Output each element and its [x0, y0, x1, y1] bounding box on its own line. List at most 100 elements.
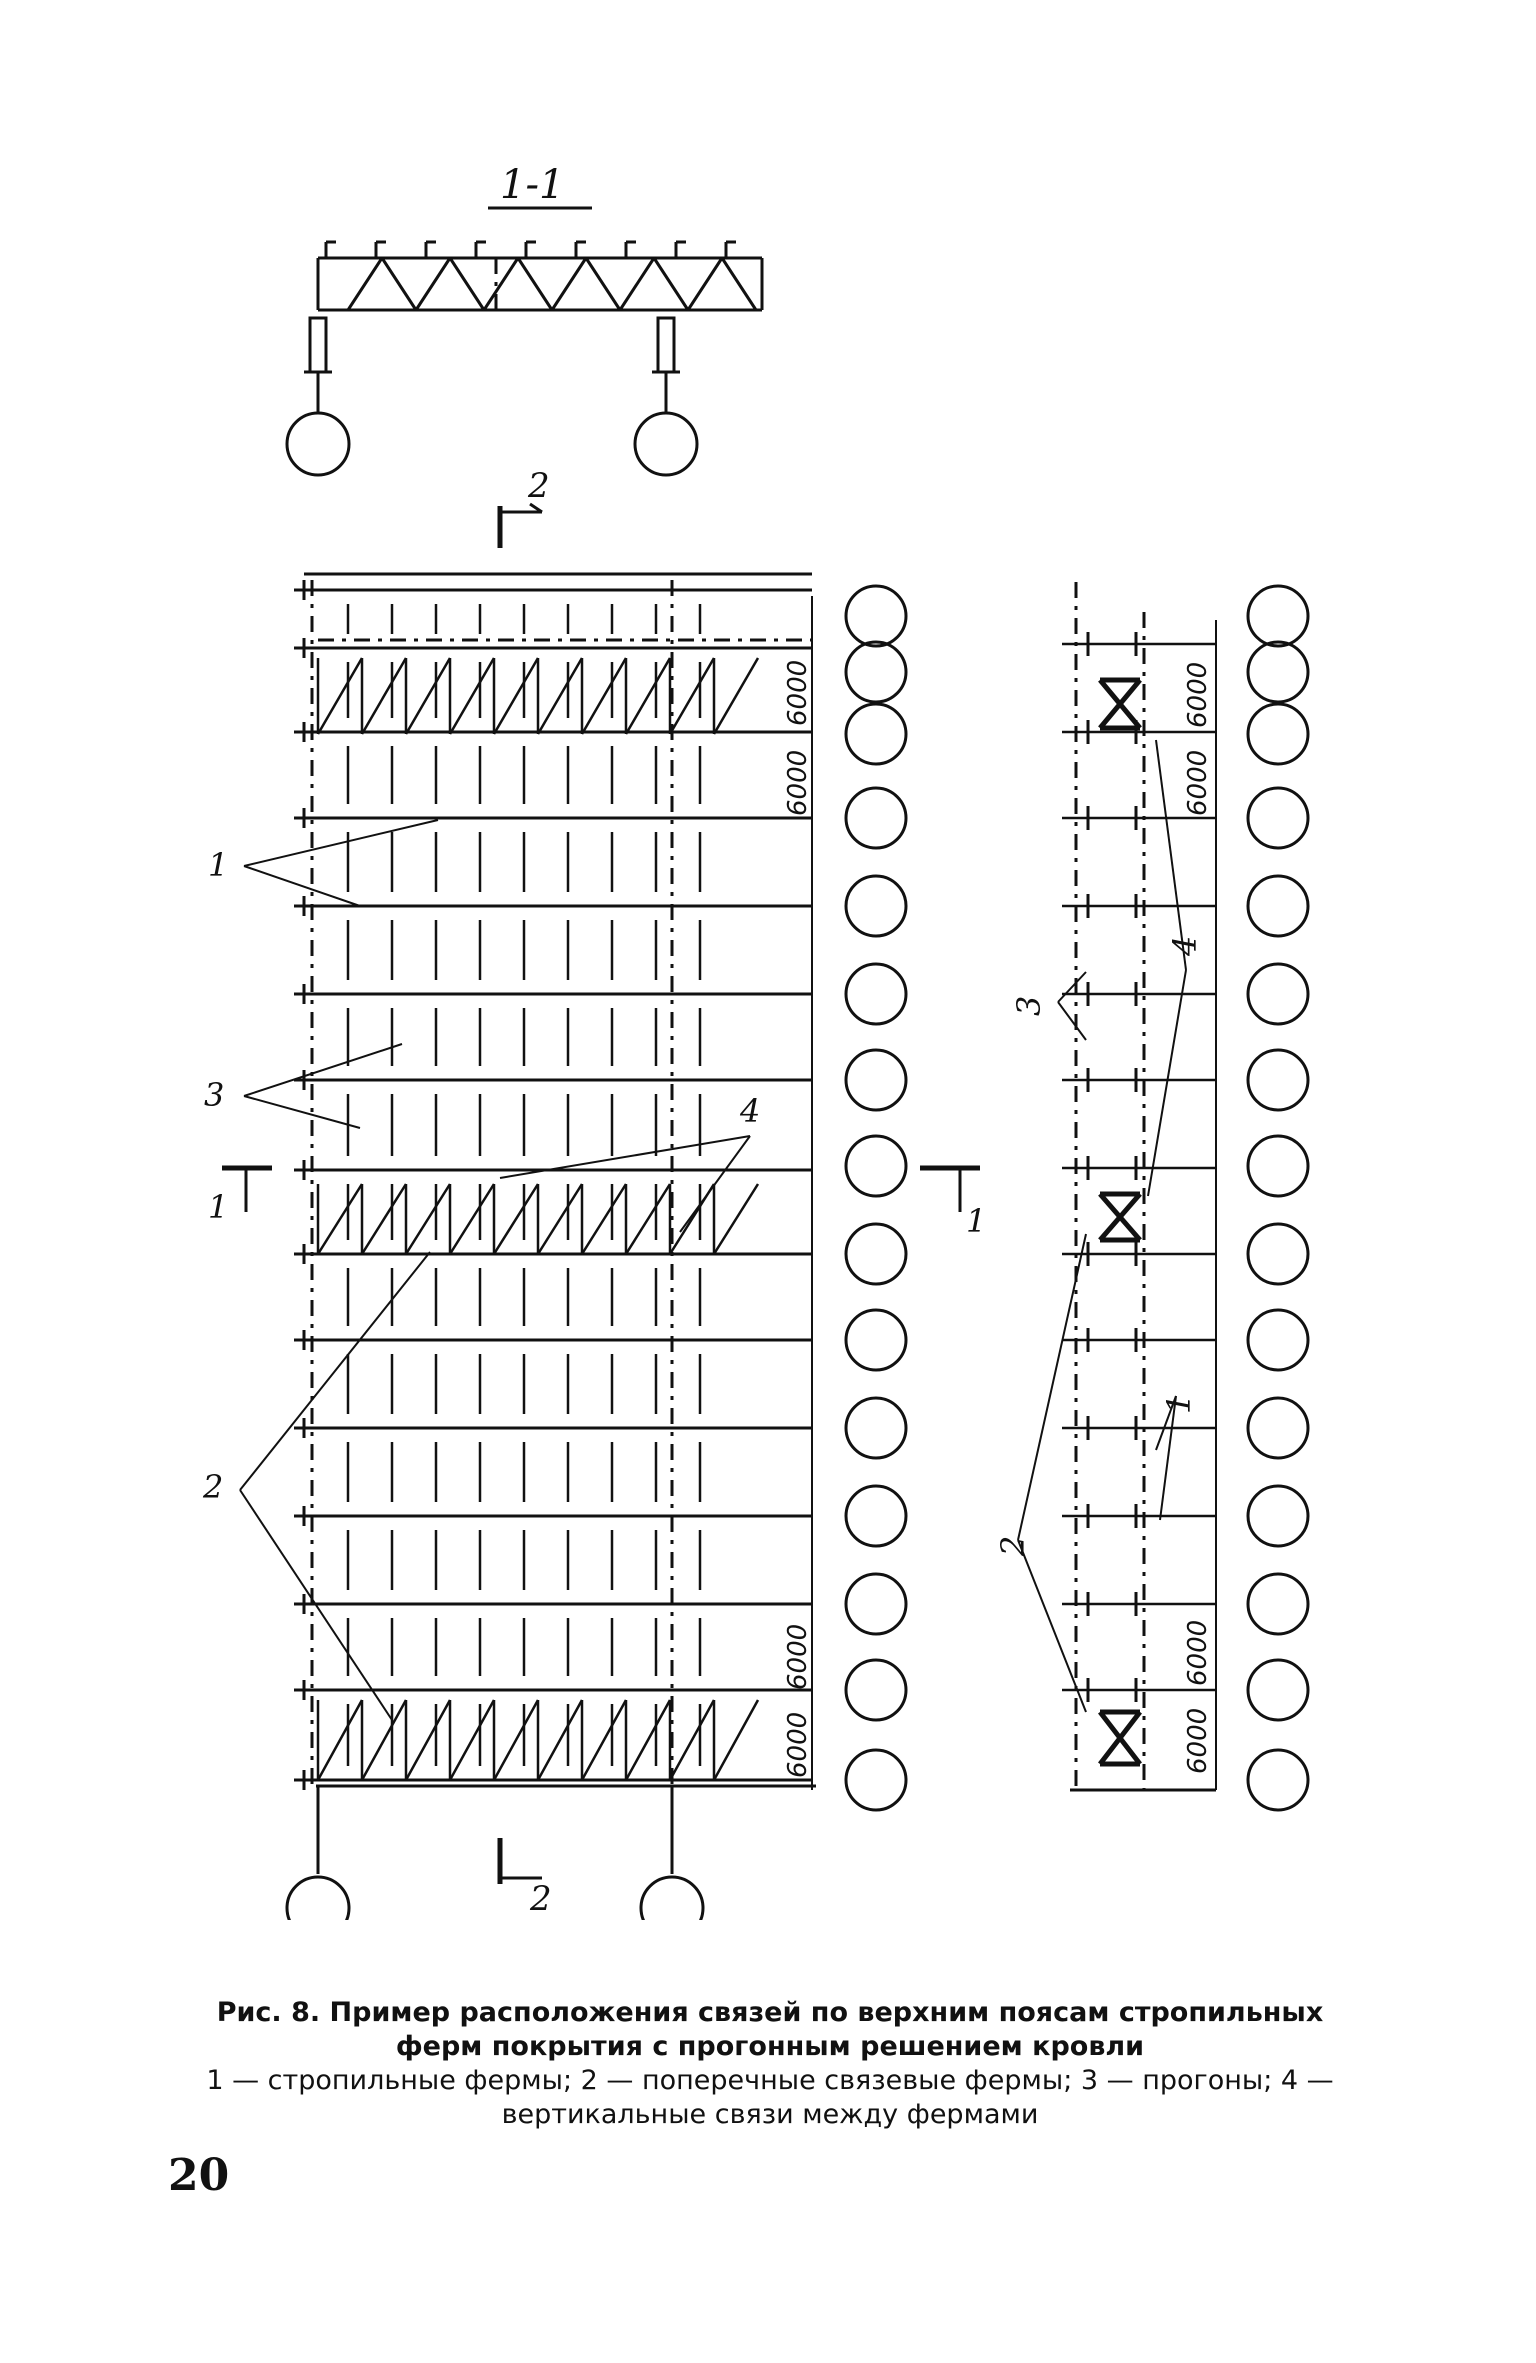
section-grid-bubble — [285, 411, 351, 477]
section-diagonal — [346, 257, 384, 311]
dim-plan-bot-2: 6000 — [783, 1712, 813, 1778]
section-diagonal — [414, 257, 452, 311]
plan-grid-bubble-right — [844, 786, 908, 850]
leader-1a — [243, 819, 439, 867]
plan-brace-diagonal — [404, 1183, 452, 1255]
plan-brace-diagonal — [668, 1699, 716, 1781]
dim-side-bot-2: 6000 — [1183, 1708, 1213, 1774]
side-grid-bubble — [1246, 640, 1310, 704]
page-number: 20 — [168, 2150, 230, 2201]
plan-brace-diagonal — [536, 1183, 584, 1255]
side-vertical-brace — [1098, 1192, 1142, 1242]
callout-2-side: 2 — [994, 1536, 1032, 1557]
plan-grid-bubble-right — [844, 1048, 908, 1112]
plan-brace-diagonal — [624, 1183, 672, 1255]
side-leader-3a — [1057, 971, 1087, 1003]
plan-brace-diagonal — [624, 657, 672, 735]
plan-grid-bubble-right — [844, 1396, 908, 1460]
section-grid-bubble — [633, 411, 699, 477]
plan-brace-diagonal — [536, 1699, 584, 1781]
side-grid-bubble — [1246, 962, 1310, 1026]
dim-plan-top-2: 6000 — [783, 750, 813, 816]
plan-brace-diagonal — [580, 1699, 628, 1781]
plan-grid-bubble-right — [844, 702, 908, 766]
longitudinal-section — [1017, 582, 1310, 1812]
dim-side-bot-1: 6000 — [1183, 1620, 1213, 1686]
side-grid-bubble — [1246, 584, 1310, 648]
plan-brace-diagonal — [492, 1183, 540, 1255]
side-leader-2b — [1017, 1539, 1087, 1713]
dimension-labels: 6000 6000 6000 6000 6000 6000 6000 6000 — [783, 660, 1213, 1778]
dim-plan-top-1: 6000 — [783, 660, 813, 726]
plan-brace-diagonal — [404, 1699, 452, 1781]
bracing-layout-drawing: 1-1 2 2 1 1 1 3 4 2 3 4 1 2 6000 6000 60… — [202, 162, 1310, 1920]
callout-3-side: 3 — [1010, 996, 1048, 1016]
dim-side-top-1: 6000 — [1183, 662, 1213, 728]
side-leader-1a — [1155, 1395, 1177, 1451]
plan-brace-diagonal — [492, 1699, 540, 1781]
section-diagonal — [448, 257, 486, 311]
cut-mark-left-label: 1 — [208, 1188, 228, 1226]
plan-grid-bubble-right — [844, 1658, 908, 1722]
section-diagonal — [584, 257, 622, 311]
leader-3a — [243, 1043, 403, 1097]
dim-plan-bot-1: 6000 — [783, 1624, 813, 1690]
plan-grid-bubble-right — [844, 1222, 908, 1286]
side-grid-bubble — [1246, 1572, 1310, 1636]
plan-brace-diagonal — [624, 1699, 672, 1781]
plan-grid-bubble-right — [844, 1572, 908, 1636]
side-grid-bubble — [1246, 1658, 1310, 1722]
figure-caption-title: Рис. 8. Пример расположения связей по ве… — [216, 1997, 1324, 2062]
plan-brace-diagonal — [580, 1183, 628, 1255]
plan-brace-diagonal — [316, 1699, 364, 1781]
callout-1-plan: 1 — [208, 846, 228, 884]
plan-brace-diagonal — [360, 1183, 408, 1255]
roof-plan — [222, 572, 980, 1920]
plan-grid-bubble-right — [844, 874, 908, 938]
section-diagonal — [652, 257, 690, 311]
section-diagonal — [686, 257, 724, 311]
callout-3-plan: 3 — [204, 1076, 224, 1114]
callout-4-plan: 4 — [739, 1092, 760, 1130]
plan-brace-diagonal — [360, 1699, 408, 1781]
plan-grid-bubble-bottom — [639, 1875, 705, 1920]
cut-mark-right-label: 1 — [966, 1202, 986, 1240]
side-grid-bubble — [1246, 1484, 1310, 1548]
side-leader-3b — [1057, 1001, 1087, 1041]
dim-side-top-2: 6000 — [1183, 750, 1213, 816]
leader-4b — [679, 1135, 751, 1233]
leader-2b — [239, 1489, 393, 1721]
plan-brace-diagonal — [316, 1183, 364, 1255]
plan-grid-bubble-right — [844, 584, 908, 648]
plan-brace-diagonal — [360, 657, 408, 735]
side-leader-4a — [1147, 969, 1187, 1197]
plan-brace-diagonal — [712, 1699, 760, 1781]
plan-brace-diagonal — [668, 657, 716, 735]
plan-brace-diagonal — [448, 1699, 496, 1781]
cut-mark-bottom-label: 2 — [529, 1879, 552, 1919]
side-grid-bubble — [1246, 874, 1310, 938]
side-grid-bubble — [1246, 1308, 1310, 1372]
section-diagonal — [516, 257, 554, 311]
plan-brace-diagonal — [712, 1183, 760, 1255]
section-diagonal — [550, 257, 588, 311]
plan-brace-diagonal — [536, 657, 584, 735]
section-diagonal — [380, 257, 418, 311]
section-diagonal — [720, 257, 758, 311]
section-diagonal — [618, 257, 656, 311]
plan-brace-diagonal — [580, 657, 628, 735]
side-vertical-brace — [1098, 678, 1142, 730]
leader-2a — [239, 1251, 431, 1491]
side-grid-bubble — [1246, 1748, 1310, 1812]
leader-1b — [243, 865, 361, 907]
plan-grid-bubble-right — [844, 1748, 908, 1812]
plan-brace-diagonal — [448, 657, 496, 735]
leader-4a — [499, 1135, 751, 1179]
section-diagonal — [482, 257, 520, 311]
section-1-1 — [285, 240, 764, 548]
side-grid-bubble — [1246, 1396, 1310, 1460]
plan-grid-bubble-bottom — [285, 1875, 351, 1920]
leader-3b — [243, 1095, 361, 1129]
plan-grid-bubble-right — [844, 1308, 908, 1372]
plan-grid-bubble-right — [844, 1134, 908, 1198]
